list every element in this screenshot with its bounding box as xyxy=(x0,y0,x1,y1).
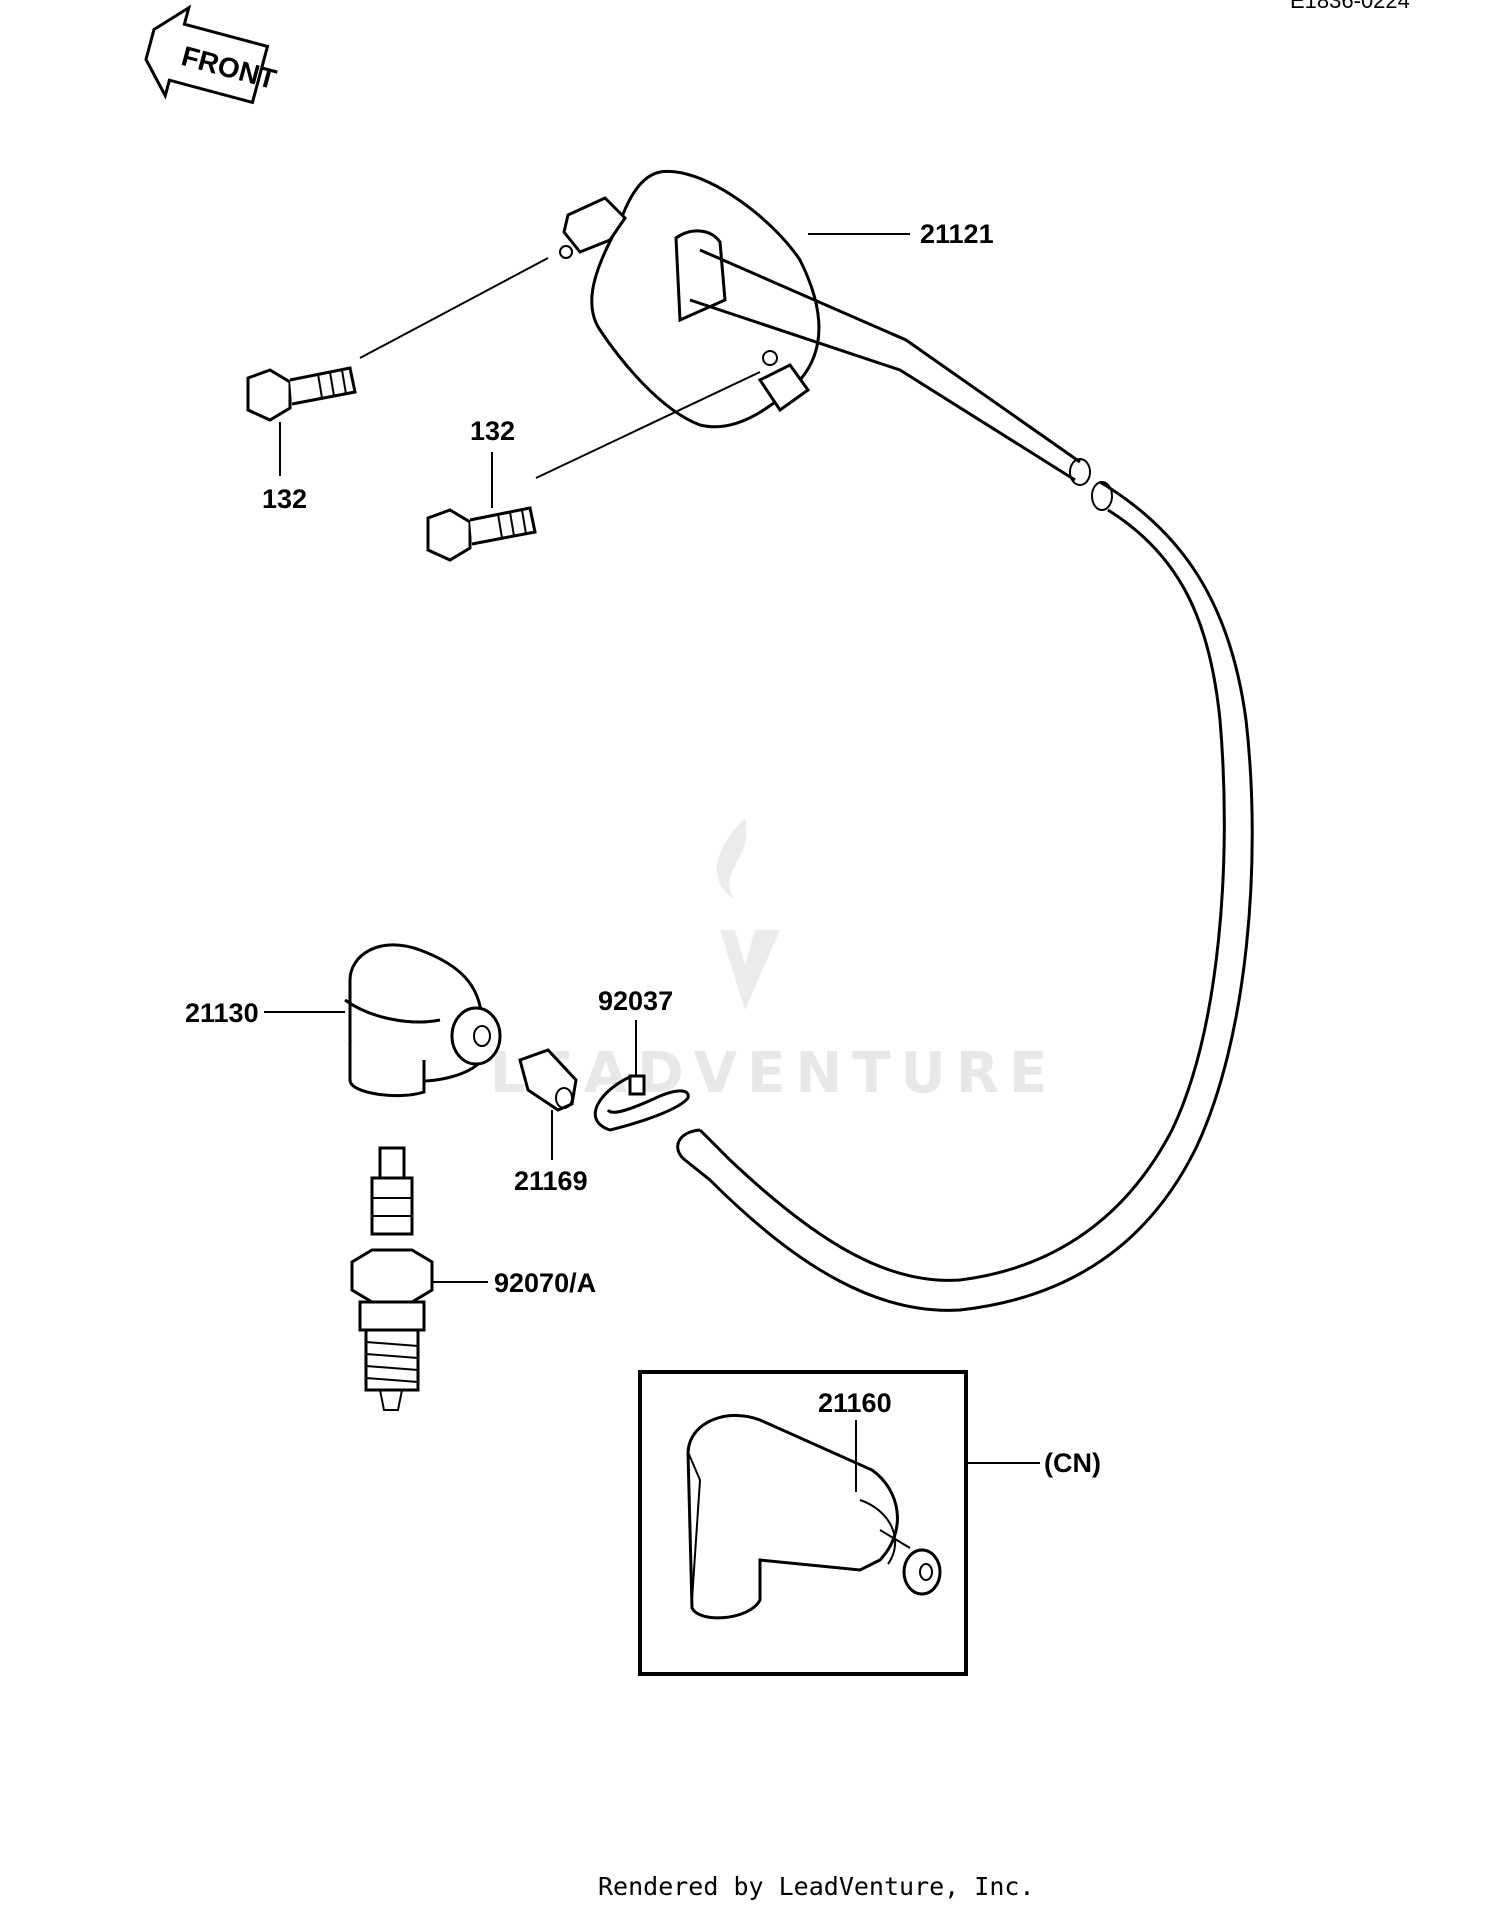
leadventure-watermark: LEADVENTURE xyxy=(490,818,1057,1106)
callout-bolt-lower: 132 xyxy=(470,416,515,446)
ignition-coil xyxy=(559,169,1091,486)
drawing-id: E1836-0224 xyxy=(1290,0,1410,13)
callout-bolt-upper: 132 xyxy=(262,484,307,514)
high-tension-lead xyxy=(676,480,1254,1312)
spark-plug-cap-cn xyxy=(686,1413,942,1620)
callout-band: 92037 xyxy=(598,986,673,1016)
leader-bolt-upper-to-coil xyxy=(359,257,549,359)
callout-connector: 21169 xyxy=(514,1166,588,1196)
callout-ignition-coil: 21121 xyxy=(920,219,994,249)
leader-bolt-lower-to-coil xyxy=(535,371,761,479)
footer-credit: Rendered by LeadVenture, Inc. xyxy=(598,1872,1035,1901)
front-arrow-icon: FRONT xyxy=(144,4,279,105)
callout-cap-cn: 21160 xyxy=(818,1388,892,1418)
callout-plug-cap: 21130 xyxy=(185,998,259,1028)
bolt-upper xyxy=(246,366,357,422)
connector-terminal xyxy=(518,1048,578,1112)
spark-plug-cap xyxy=(344,943,502,1098)
cn-variant-box: 21160 xyxy=(638,1370,968,1676)
callout-cn-variant: (CN) xyxy=(1044,1448,1101,1478)
band-clip xyxy=(593,1074,690,1132)
watermark-text: LEADVENTURE xyxy=(490,1041,1057,1106)
callout-spark-plug: 92070/A xyxy=(494,1268,596,1298)
bolt-lower xyxy=(426,506,537,562)
spark-plug xyxy=(350,1146,434,1411)
